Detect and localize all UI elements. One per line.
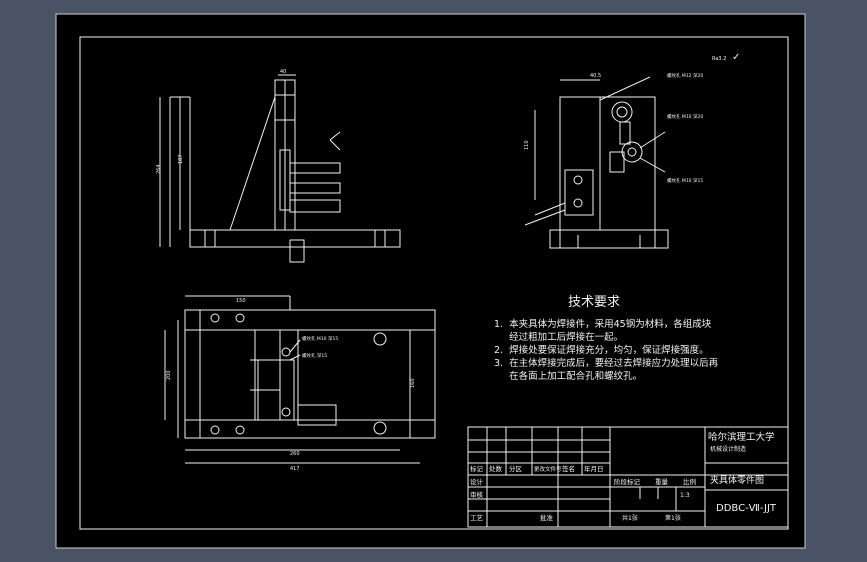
dim-top-left-width: 40 [280,69,286,75]
title-block-grid [467,426,789,528]
row-label-mark: 标记 [470,464,484,473]
role-review: 审核 [470,490,484,499]
annotation-roughness: Ra3.2 [712,56,726,62]
row-label-zone: 分区 [509,464,523,473]
role-approve: 批准 [540,513,554,522]
tech-note-2: 经过粗加工后焊接在一起。 [494,331,623,343]
plan-view [164,295,436,464]
roughness-check-icon: ✓ [732,52,740,63]
row-label-date: 年月日 [584,464,604,473]
sheet-outer-border [55,13,806,549]
tech-note-5: 在各面上加工配合孔和螺纹孔。 [494,370,642,382]
row-label-change-doc: 更改文件号 [534,465,562,473]
dim-top-left-height: 264 [156,164,162,174]
title-sheet-no: 第1张 [665,514,681,522]
role-design: 设计 [470,477,484,486]
title-part-name: 夹具体零件图 [710,474,764,486]
title-drawing-no: DDBC-Ⅶ-JJT [716,503,777,514]
front-view [524,76,669,249]
title-stage-label: 阶段标记 [614,477,641,486]
tech-note-1: 1. 本夹具体为焊接件，采用45钢为材料，各组成块 [494,318,712,330]
annotation-hole3: 螺纹孔 M10 深15 [667,177,703,184]
dim-top-left-inner: 187 [178,154,184,164]
sheet-inner-border [79,36,789,530]
tech-requirements-title: 技术要求 [568,295,620,310]
dim-plan-height2: 200 [166,370,172,380]
tech-note-4: 3. 在主体焊接完成后，要经过去焊接应力处理以后再 [494,357,719,369]
tech-note-3: 2. 焊接处要保证焊接充分，均匀，保证焊接强度。 [494,344,709,356]
drawing-sheet [56,14,805,548]
dim-top-right-height: 110 [524,140,530,150]
title-school-sub: 机械设计制造 [710,445,746,453]
annotation-bottom-hole2: 螺纹孔 深15 [302,352,327,359]
title-scale: 1:3 [680,492,690,499]
annotation-hole2: 螺纹孔 M10 深20 [667,113,703,120]
row-label-count: 处数 [489,464,503,473]
dim-plan-width3: 417 [290,466,300,472]
dim-plan-width: 150 [236,298,246,304]
annotation-bottom-hole: 螺纹孔 M10 深15 [302,335,338,342]
dim-plan-height: 160 [410,378,416,388]
role-process: 工艺 [470,514,484,522]
title-weight-label: 重量 [655,478,669,486]
title-scale-label: 比例 [683,477,696,486]
dim-top-right-width: 40.5 [590,73,601,79]
side-view [159,74,401,263]
dim-plan-width2: 260 [290,451,300,457]
annotation-hole1: 螺纹孔 M12 深20 [667,72,703,79]
row-label-sign: 签名 [562,464,575,473]
title-sheets-total: 共1张 [622,514,638,522]
title-school: 哈尔滨理工大学 [708,431,775,443]
